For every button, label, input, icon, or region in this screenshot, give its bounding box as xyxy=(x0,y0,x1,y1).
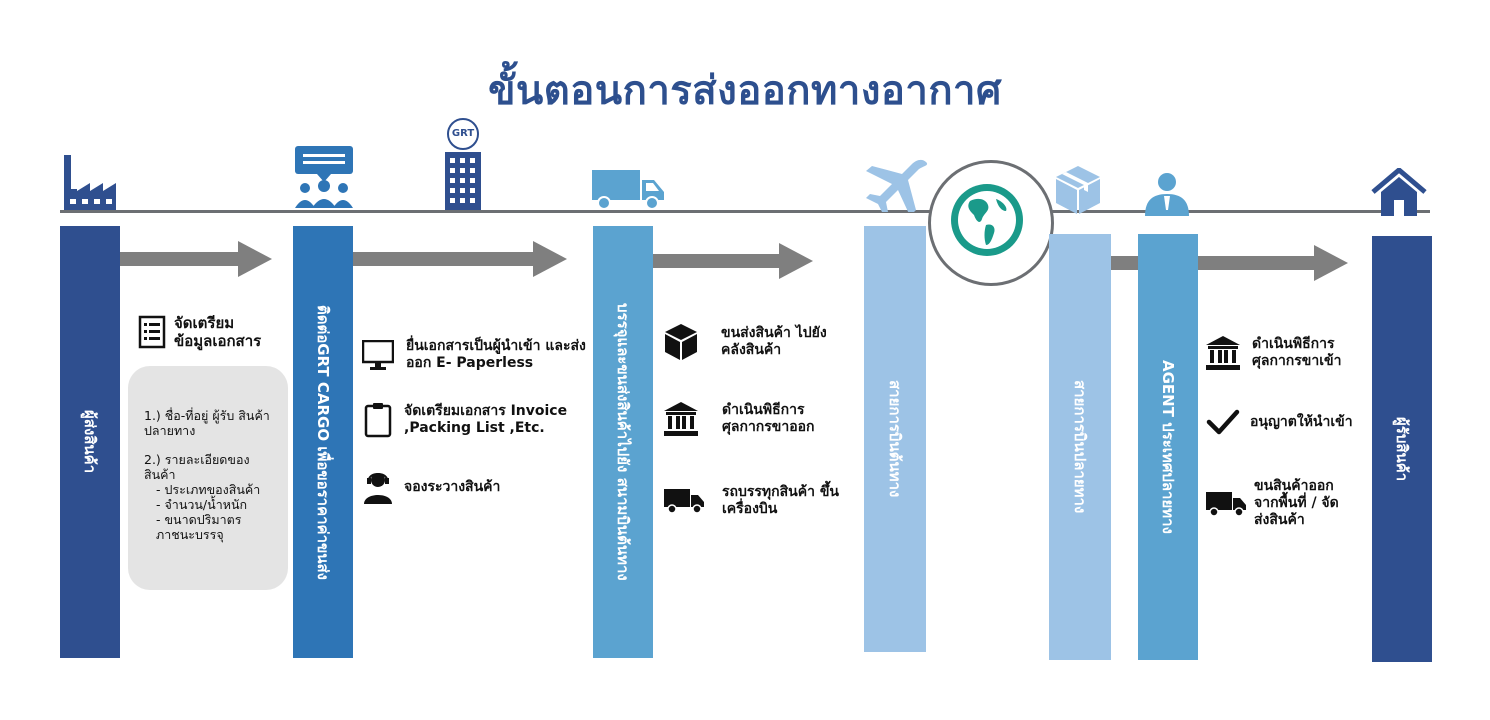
office-building-icon xyxy=(445,152,481,210)
box-icon xyxy=(665,324,697,360)
delivery-truck-icon xyxy=(592,168,664,210)
transport-column-label: บรรจุและขนส่งสินค้าไปยัง สนามบินต้นทาง xyxy=(614,303,632,581)
transport-task-2-text: ดำเนินพิธีการ ศุลกากรขาออก xyxy=(722,402,815,435)
agent-task-1: ดำเนินพิธีการ ศุลกากรขาเข้า xyxy=(1206,336,1382,370)
origin-airline-column-label: สายการบินต้นทาง xyxy=(886,380,904,498)
grt-logo: GRT xyxy=(440,118,486,150)
prep-details-card xyxy=(128,366,288,590)
airplane-icon xyxy=(864,158,930,212)
truck-icon xyxy=(1206,490,1246,518)
clipboard-icon xyxy=(364,402,392,438)
agent-task-2: อนุญาตให้นำเข้า xyxy=(1206,408,1390,436)
globe-icon xyxy=(948,181,1026,259)
globe-arc xyxy=(928,160,1054,286)
flow-arrow-2 xyxy=(353,241,567,277)
flow-arrow-3 xyxy=(653,243,813,279)
consignee-column-label: ผู้รับสินค้า xyxy=(1393,416,1411,482)
agent-task-3: ขนสินค้าออก จากพื้นที่ / จัดส่งสินค้า xyxy=(1206,478,1354,529)
flow-arrow-4 xyxy=(1198,245,1348,281)
destination-airline-column: สายการบินปลายทาง xyxy=(1049,234,1111,660)
factory-icon xyxy=(62,155,116,210)
grt-task-2: จัดเตรียมเอกสาร Invoice ,Packing List ,E… xyxy=(364,402,604,438)
prep-heading-row: จัดเตรียม ข้อมูลเอกสาร xyxy=(138,314,274,350)
grt-task-3: จองระวางสินค้า xyxy=(364,470,554,504)
customer-service-icon xyxy=(364,470,392,504)
package-box-icon xyxy=(1056,166,1100,214)
flow-arrow-connector xyxy=(1111,256,1138,270)
timeline-line xyxy=(60,210,1430,213)
home-icon xyxy=(1371,168,1427,216)
monitor-icon xyxy=(362,340,394,370)
prep-sub-2: - จำนวน/น้ำหนัก xyxy=(156,497,248,512)
meeting-icon xyxy=(293,146,355,210)
destination-agent-column-label: AGENT ประเทศปลายทาง xyxy=(1159,360,1177,534)
grt-logo-text: GRT xyxy=(447,118,479,150)
customs-building-icon xyxy=(1206,336,1240,370)
transport-task-2: ดำเนินพิธีการ ศุลกากรขาออก xyxy=(664,402,852,436)
transport-task-1-text: ขนส่งสินค้า ไปยังคลังสินค้า xyxy=(721,325,827,358)
document-list-icon xyxy=(138,315,166,349)
transport-task-1: ขนส่งสินค้า ไปยังคลังสินค้า xyxy=(665,324,851,360)
grt-task-2-text: จัดเตรียมเอกสาร Invoice ,Packing List ,E… xyxy=(404,403,568,436)
agent-task-2-text: อนุญาตให้นำเข้า xyxy=(1250,413,1353,430)
origin-airline-column: สายการบินต้นทาง xyxy=(864,226,926,652)
prep-sub-1: - ประเภทของสินค้า xyxy=(156,482,261,497)
destination-agent-column: AGENT ประเทศปลายทาง xyxy=(1138,234,1198,660)
consignee-column: ผู้รับสินค้า xyxy=(1372,236,1432,662)
prep-point-2: 2.) รายละเอียดของ สินค้า xyxy=(144,452,250,482)
agent-task-1-text: ดำเนินพิธีการ ศุลกากรขาเข้า xyxy=(1252,336,1342,369)
customs-building-icon xyxy=(664,402,698,436)
truck-icon xyxy=(664,487,704,515)
flow-arrow-1 xyxy=(120,241,272,277)
grt-cargo-column: ติดต่อGRT CARGO เพื่อขอราคาค่าขนส่ง xyxy=(293,226,353,658)
shipper-column-label: ผู้ส่งสินค้า xyxy=(81,410,99,474)
checkmark-icon xyxy=(1206,408,1240,436)
transport-column: บรรจุและขนส่งสินค้าไปยัง สนามบินต้นทาง xyxy=(593,226,653,658)
grt-task-1: ยื่นเอกสารเป็นผู้นำเข้า และส่งออก E- Pap… xyxy=(362,338,586,372)
shipper-column: ผู้ส่งสินค้า xyxy=(60,226,120,658)
transport-task-3: รถบรรทุกสินค้า ขึ้นเครื่องบิน xyxy=(664,484,852,518)
transport-task-3-text: รถบรรทุกสินค้า ขึ้นเครื่องบิน xyxy=(722,484,839,517)
prep-heading: จัดเตรียม ข้อมูลเอกสาร xyxy=(174,314,262,350)
page-title: ขั้นตอนการส่งออกทางอากาศ xyxy=(488,68,1002,114)
grt-cargo-column-label: ติดต่อGRT CARGO เพื่อขอราคาค่าขนส่ง xyxy=(314,304,332,580)
destination-airline-column-label: สายการบินปลายทาง xyxy=(1071,380,1089,514)
prep-sub-3: - ขนาดปริมาตร ภาชนะบรรจุ xyxy=(156,512,242,542)
grt-task-1-text: ยื่นเอกสารเป็นผู้นำเข้า และส่งออก E- Pap… xyxy=(406,338,586,371)
prep-point-1: 1.) ชื่อ-ที่อยู่ ผู้รับ สินค้าปลายทาง xyxy=(144,408,270,438)
grt-task-3-text: จองระวางสินค้า xyxy=(404,478,501,495)
businessman-icon xyxy=(1145,172,1189,216)
agent-task-3-text: ขนสินค้าออก จากพื้นที่ / จัดส่งสินค้า xyxy=(1254,478,1339,528)
